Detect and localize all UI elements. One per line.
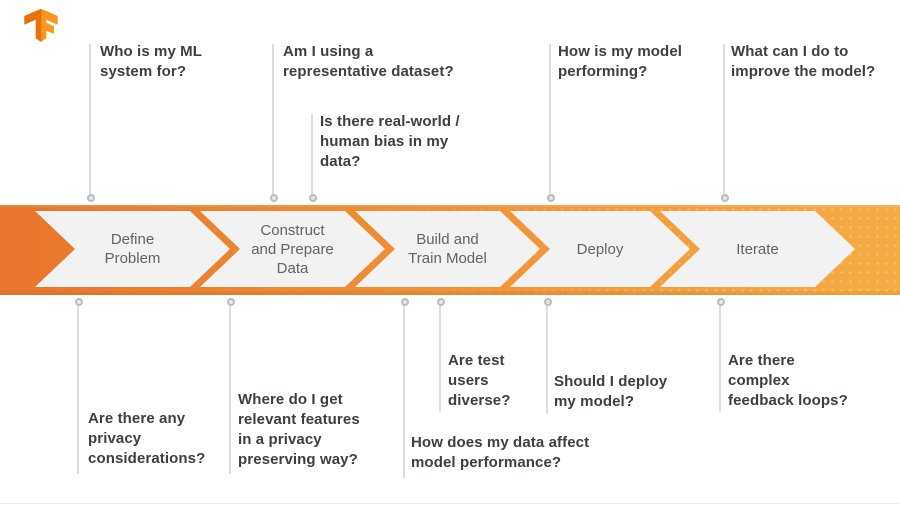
connector-dot-top-3	[309, 194, 317, 202]
connector-line-top-3	[311, 114, 313, 194]
connector-line-top-5	[723, 44, 725, 194]
tensorflow-logo-icon	[24, 8, 58, 42]
connector-dot-bottom-6	[717, 298, 725, 306]
frame-bottom-edge	[0, 503, 900, 504]
connector-line-bottom-2	[229, 306, 231, 474]
connector-line-bottom-5	[546, 306, 548, 414]
connector-dot-bottom-4	[437, 298, 445, 306]
connector-dot-top-2	[270, 194, 278, 202]
question-improve-model: What can I do to improve the model?	[731, 43, 876, 80]
connector-line-bottom-4	[439, 306, 441, 412]
connector-line-bottom-6	[719, 306, 721, 412]
question-model-performing: How is my model performing?	[558, 43, 683, 80]
connector-line-top-4	[549, 44, 551, 194]
question-human-bias-in-data: Is there real-world / human bias in my d…	[320, 113, 460, 170]
connector-line-bottom-3	[403, 306, 405, 478]
question-should-i-deploy: Should I deploy my model?	[554, 373, 668, 410]
question-privacy-considerations: Are there any privacy considerations?	[88, 410, 206, 467]
connector-dot-bottom-5	[544, 298, 552, 306]
connector-dot-top-1	[87, 194, 95, 202]
connector-line-top-2	[272, 44, 274, 194]
connector-line-top-1	[89, 44, 91, 194]
connector-dot-top-4	[547, 194, 555, 202]
question-who-is-ml-system-for: Who is my ML system for?	[100, 43, 203, 80]
question-test-users-diverse: Are test users diverse?	[448, 352, 511, 409]
connector-dot-bottom-1	[75, 298, 83, 306]
question-complex-feedback-loops: Are there complex feedback loops?	[728, 352, 848, 409]
question-privacy-preserving-features: Where do I get relevant features in a pr…	[238, 391, 360, 468]
question-data-affect-performance: How does my data affect model performanc…	[411, 434, 590, 471]
connector-dot-top-5	[721, 194, 729, 202]
connector-line-bottom-1	[77, 306, 79, 474]
question-representative-dataset: Am I using a representative dataset?	[283, 43, 454, 80]
connector-dot-bottom-2	[227, 298, 235, 306]
connector-dot-bottom-3	[401, 298, 409, 306]
stage-build-train-model: Build and Train Model	[355, 211, 540, 287]
